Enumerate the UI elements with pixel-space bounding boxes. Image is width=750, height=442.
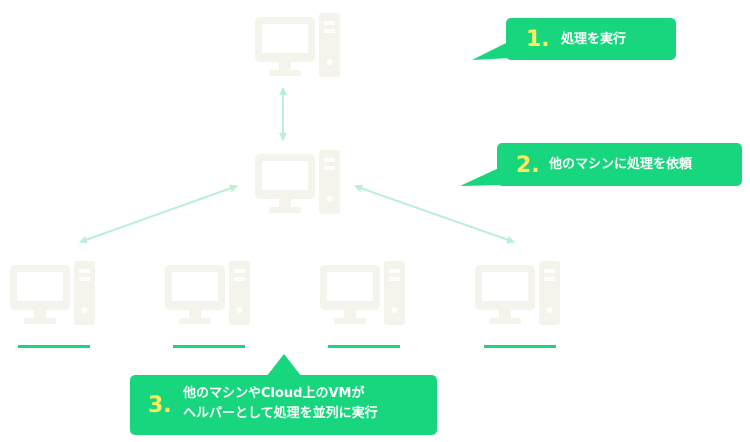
arrow-middle-to-left-worker	[79, 184, 238, 244]
callout-3-bubble	[130, 354, 437, 435]
callout-1-number: 1.	[526, 27, 550, 52]
callout-3-number: 3.	[148, 393, 172, 418]
callout-1-text: 処理を実行	[561, 32, 627, 47]
callout-2-text: 他のマシンに処理を依頼	[549, 157, 693, 172]
worker-underline	[328, 345, 400, 348]
computer-icon	[10, 261, 95, 325]
computer-icon	[255, 150, 340, 214]
worker-underline	[484, 345, 556, 348]
computer-icon	[320, 261, 405, 325]
callout-1-bubble	[472, 18, 676, 60]
callout-3-line2: ヘルパーとして処理を並列に実行	[183, 406, 378, 421]
worker-underline	[18, 345, 90, 348]
callout-2-bubble	[460, 143, 742, 186]
computer-icon	[165, 261, 250, 325]
callout-2-number: 2.	[516, 153, 540, 178]
worker-underline	[173, 345, 245, 348]
callout-3-line1: 他のマシンやCloud上のVMが	[183, 386, 365, 401]
computer-icon	[255, 13, 340, 77]
arrow-middle-to-right-worker	[354, 184, 515, 244]
computer-icon	[475, 261, 560, 325]
